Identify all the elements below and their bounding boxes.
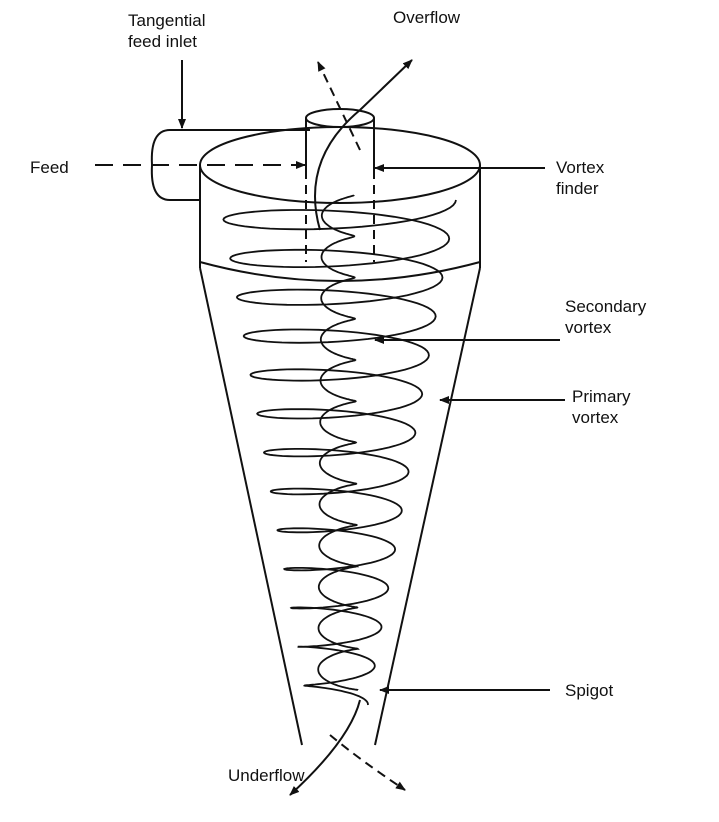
label-spigot: Spigot — [565, 681, 614, 700]
primary-vortex-spiral — [222, 199, 457, 706]
underflow-arrow — [289, 699, 361, 796]
overflow-dashed-arrow — [317, 61, 361, 151]
label-line: Vortex — [556, 158, 605, 177]
label-line: Secondary — [565, 297, 647, 316]
cone-left-wall — [199, 267, 303, 746]
label-line: Tangential — [128, 11, 206, 30]
label-vortex-finder: Vortex finder — [556, 157, 604, 199]
label-primary-vortex: Primary vortex — [572, 386, 631, 428]
label-line: vortex — [572, 408, 619, 427]
label-line: feed inlet — [128, 32, 197, 51]
vortex-finder-top — [305, 108, 375, 128]
secondary-vortex-spiral — [317, 194, 360, 691]
vortex-spirals — [222, 194, 457, 706]
label-line: Primary — [572, 387, 631, 406]
label-tangential-feed-inlet: Tangential feed inlet — [128, 10, 206, 52]
cone-right-wall — [374, 267, 481, 746]
underflow-dashed-arrow — [329, 734, 406, 791]
label-feed: Feed — [30, 158, 69, 177]
label-line: vortex — [565, 318, 612, 337]
label-line: finder — [556, 179, 599, 198]
cylinder-bottom-edge — [199, 261, 481, 282]
overflow-arrow — [314, 59, 413, 231]
label-secondary-vortex: Secondary vortex — [565, 296, 646, 338]
label-underflow: Underflow — [228, 766, 305, 785]
label-overflow: Overflow — [393, 8, 461, 27]
